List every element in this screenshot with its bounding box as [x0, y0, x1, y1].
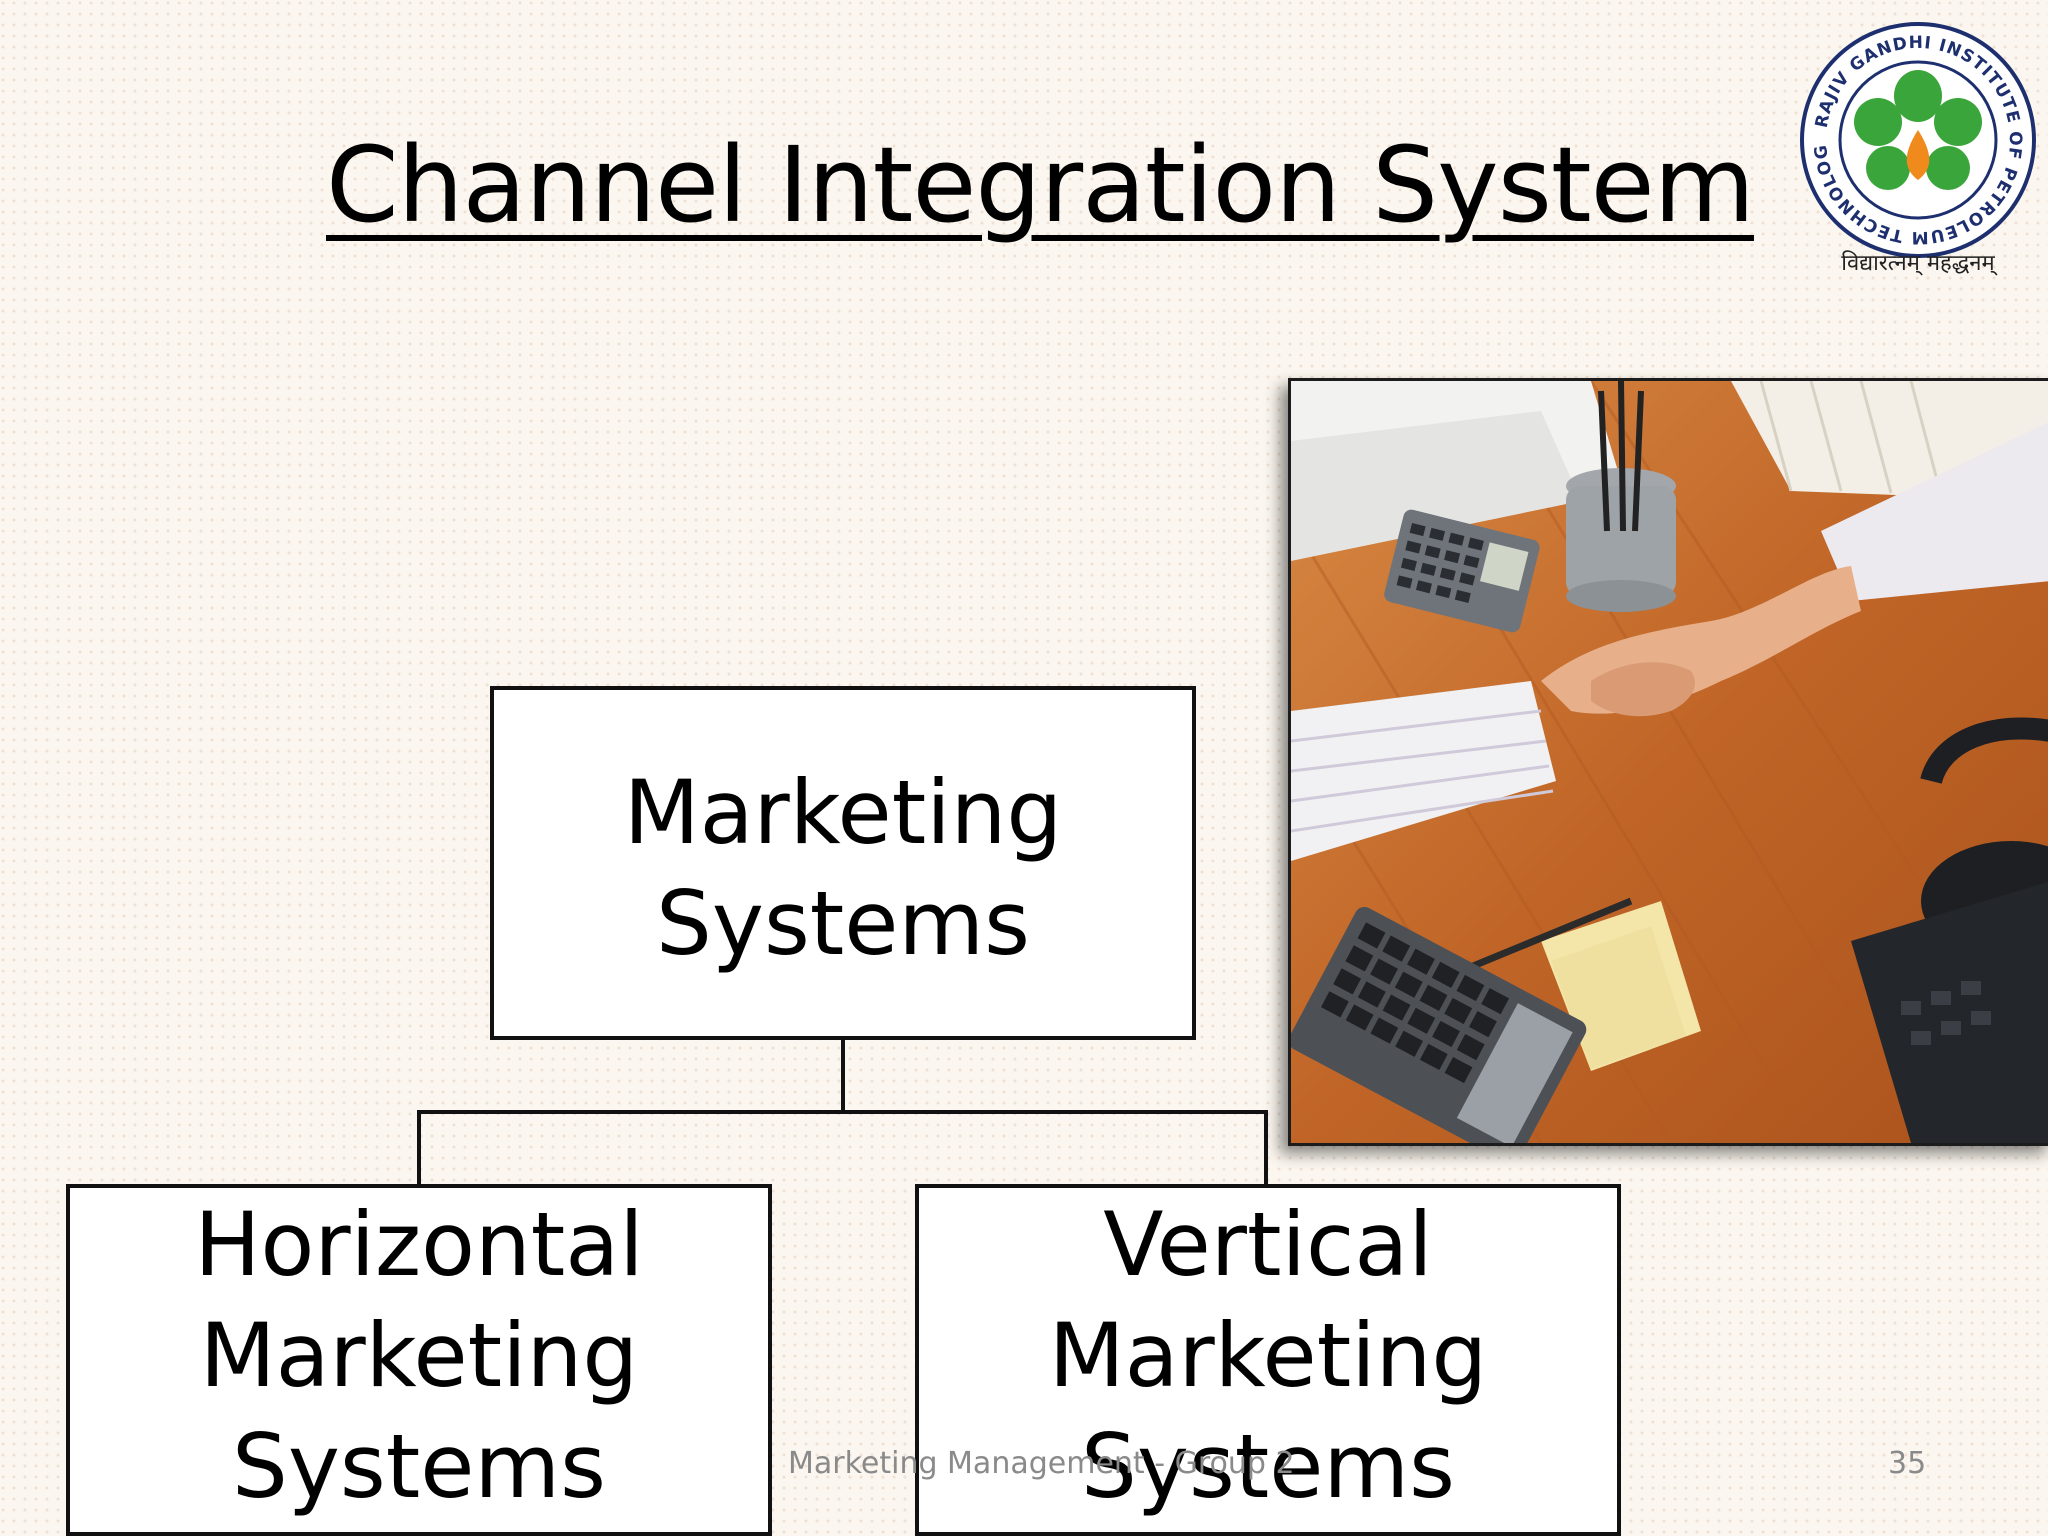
handshake-photo — [1288, 378, 2048, 1146]
marketing-systems-box: Marketing Systems — [490, 686, 1196, 1040]
horizontal-marketing-systems-box: Horizontal Marketing Systems — [66, 1184, 772, 1536]
footer-text: Marketing Management - Group 2 — [788, 1446, 1295, 1481]
slide-number: 35 — [1888, 1446, 1927, 1481]
slide-title: Channel Integration System — [326, 124, 1755, 246]
logo-motto: विद्यारत्नम् महद्धनम् — [1841, 250, 1997, 276]
institute-logo: RAJIV GANDHI INSTITUTE OF PETROLEUM TECH… — [1790, 3, 2038, 280]
vertical-marketing-systems-box: Vertical Marketing Systems — [915, 1184, 1621, 1536]
